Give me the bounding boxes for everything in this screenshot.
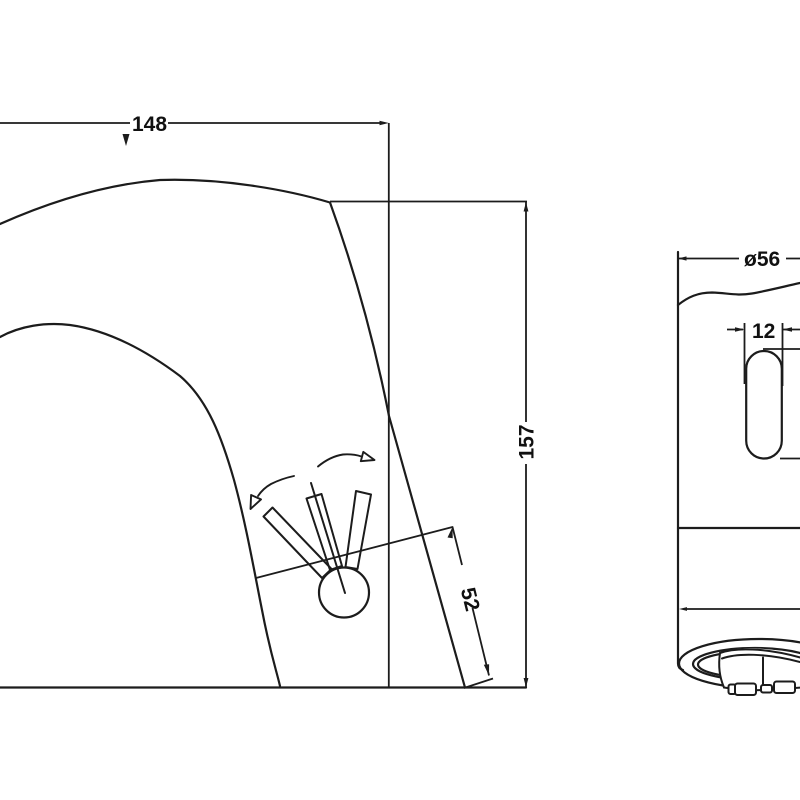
svg-text:157: 157 xyxy=(516,424,539,459)
svg-text:52: 52 xyxy=(456,585,484,613)
svg-text:ø56: ø56 xyxy=(744,248,780,271)
svg-text:148: 148 xyxy=(132,113,167,136)
svg-text:12: 12 xyxy=(752,320,775,343)
